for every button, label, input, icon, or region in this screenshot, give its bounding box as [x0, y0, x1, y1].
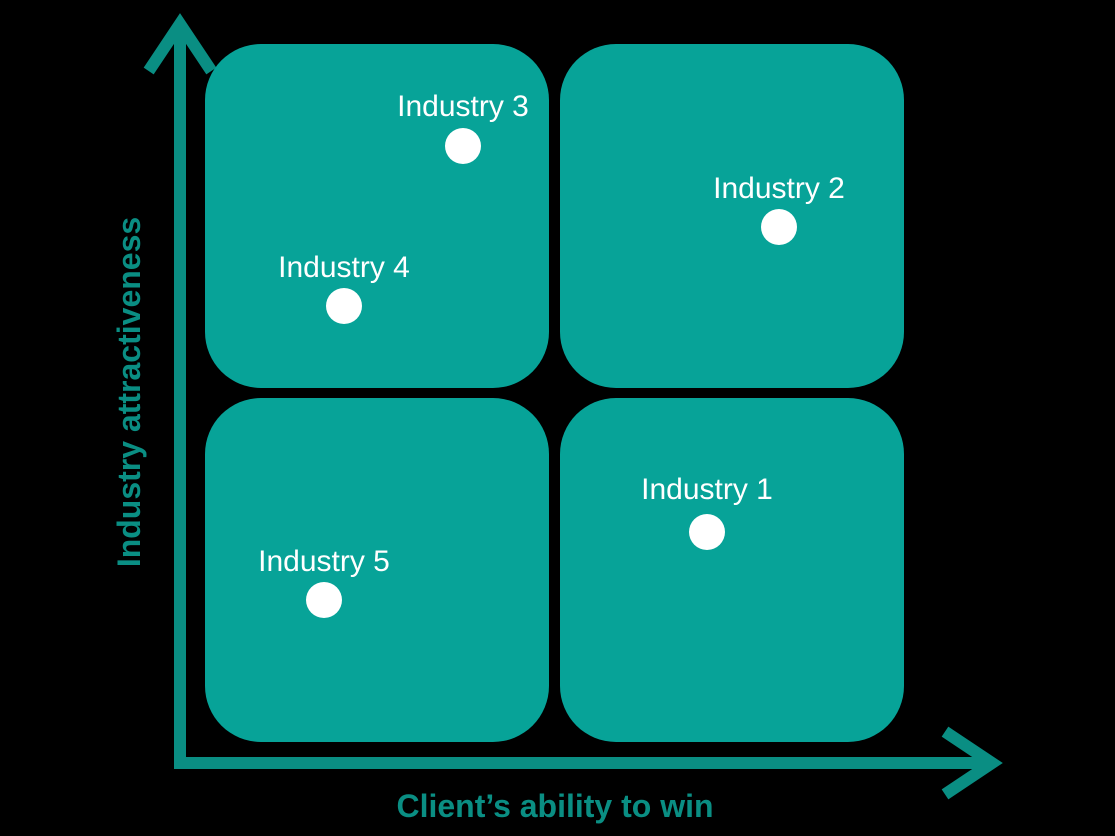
quadrant-bottom-right: [560, 398, 904, 742]
point-marker-industry-1: [689, 514, 725, 550]
point-marker-industry-5: [306, 582, 342, 618]
y-axis: [143, 13, 217, 768]
point-label-industry-1: Industry 1: [641, 473, 773, 506]
point-marker-industry-3: [445, 128, 481, 164]
x-axis-title: Client’s ability to win: [396, 788, 714, 824]
x-axis: [174, 726, 1003, 800]
y-axis-arrowhead: [143, 13, 217, 75]
quadrant-top-left: [205, 44, 549, 388]
point-label-industry-5: Industry 5: [258, 545, 390, 578]
quadrant-top-right: [560, 44, 904, 388]
point-label-industry-4: Industry 4: [278, 251, 410, 284]
point-marker-industry-2: [761, 209, 797, 245]
point-label-industry-3: Industry 3: [397, 90, 529, 123]
point-marker-industry-4: [326, 288, 362, 324]
point-label-industry-2: Industry 2: [713, 172, 845, 205]
quadrant-bottom-left: [205, 398, 549, 742]
y-axis-title: Industry attractiveness: [111, 216, 147, 568]
x-axis-arrowhead: [941, 726, 1003, 800]
